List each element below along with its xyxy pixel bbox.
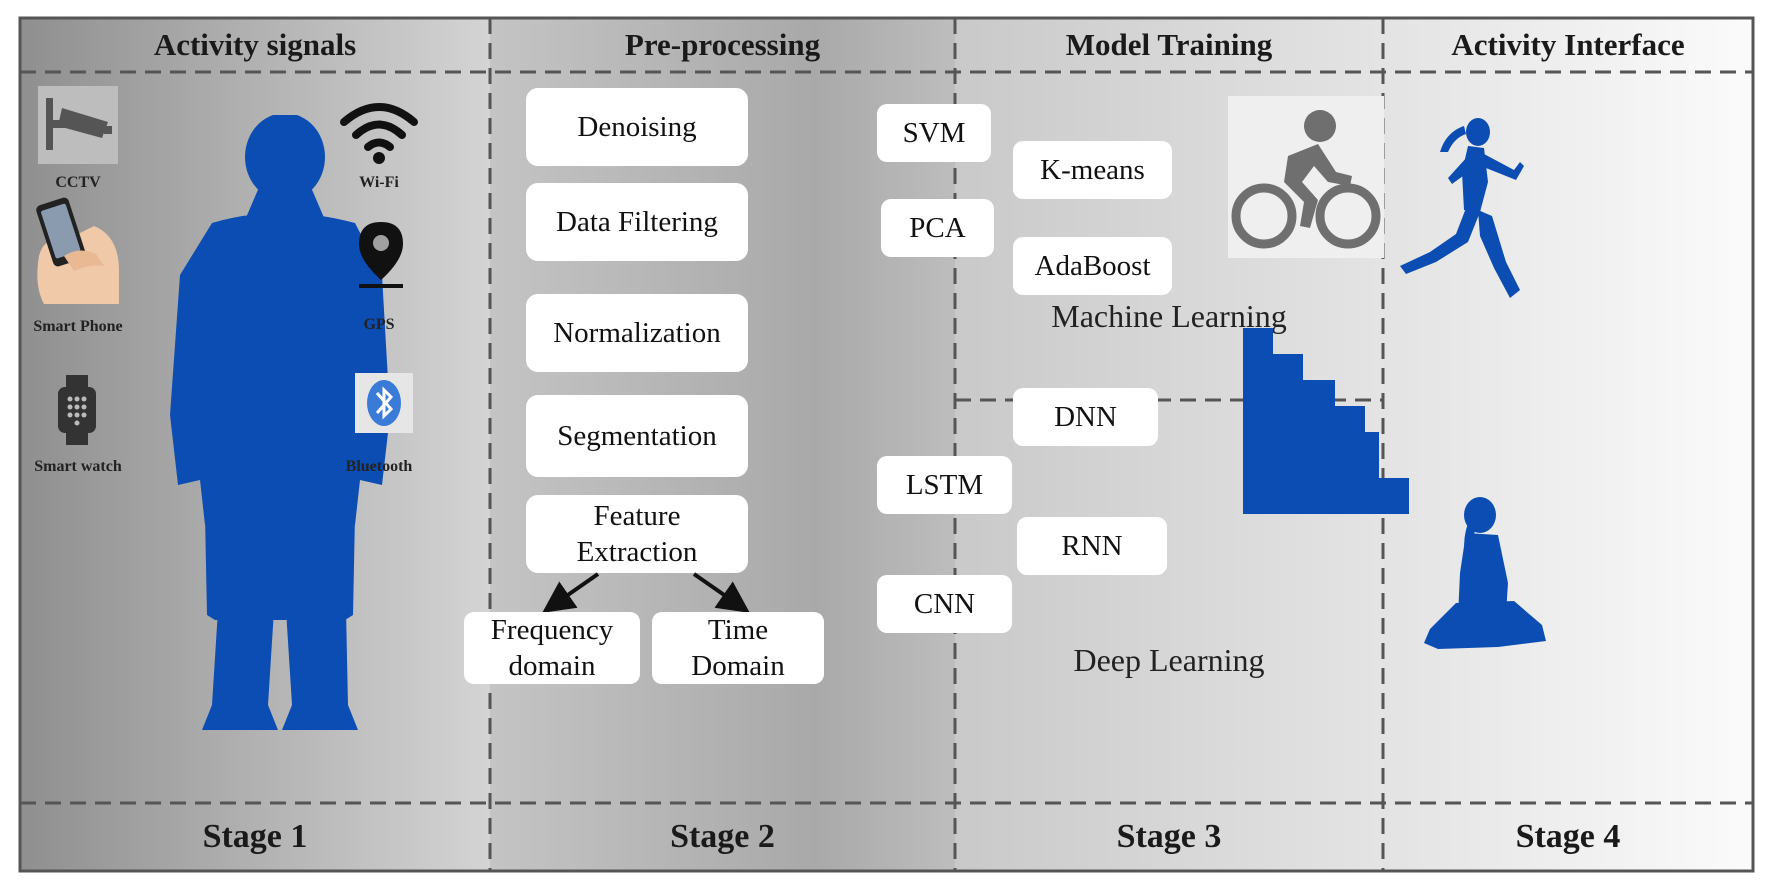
stage4-header: Activity Interface <box>1451 27 1685 62</box>
feature-frequency-domain: Frequency domain <box>464 612 640 684</box>
feature-branch-arrows <box>542 572 750 613</box>
step-segmentation: Segmentation <box>526 395 748 477</box>
gps-label: GPS <box>363 316 395 333</box>
stage1-header: Activity signals <box>153 27 357 62</box>
running-icon <box>1400 118 1524 298</box>
cctv-camera-icon <box>38 86 118 164</box>
model-rnn: RNN <box>1017 517 1167 575</box>
cctv-label: CCTV <box>55 174 101 191</box>
stage4-footer: Stage 4 <box>1515 818 1621 855</box>
model-cnn: CNN <box>877 575 1012 633</box>
model-kmeans: K-means <box>1013 141 1172 199</box>
model-dnn: DNN <box>1013 388 1158 446</box>
bluetooth-icon <box>355 373 413 433</box>
stage3-header: Model Training <box>1065 27 1273 62</box>
wifi-icon <box>340 103 418 164</box>
model-adaboost: AdaBoost <box>1013 237 1172 295</box>
model-svm: SVM <box>877 104 991 162</box>
smartwatch-icon <box>58 375 96 445</box>
stage1-footer: Stage 1 <box>202 818 308 855</box>
step-feature-extraction: Feature Extraction <box>526 495 748 573</box>
step-normalization: Normalization <box>526 294 748 372</box>
stage2-footer: Stage 2 <box>670 818 775 855</box>
model-pca: PCA <box>881 199 994 257</box>
wifi-label: Wi-Fi <box>359 174 399 191</box>
deep-learning-label: Deep Learning <box>1073 642 1265 678</box>
cycling-icon <box>1228 96 1384 258</box>
smartphone-hand-icon <box>36 197 120 304</box>
smartphone-label: Smart Phone <box>33 318 123 335</box>
smartwatch-label: Smart watch <box>34 458 122 475</box>
stage3-footer: Stage 3 <box>1116 818 1222 855</box>
sitting-icon <box>1424 497 1546 649</box>
stage4-panel <box>1383 18 1753 871</box>
person-silhouette-icon <box>170 115 390 730</box>
stairs-icon <box>1243 328 1409 514</box>
step-data-filtering: Data Filtering <box>526 183 748 261</box>
bluetooth-label: Bluetooth <box>345 458 413 475</box>
model-lstm: LSTM <box>877 456 1012 514</box>
step-denoising: Denoising <box>526 88 748 166</box>
gps-pin-icon <box>359 222 403 288</box>
stage2-header: Pre-processing <box>624 27 821 62</box>
feature-time-domain: Time Domain <box>652 612 824 684</box>
